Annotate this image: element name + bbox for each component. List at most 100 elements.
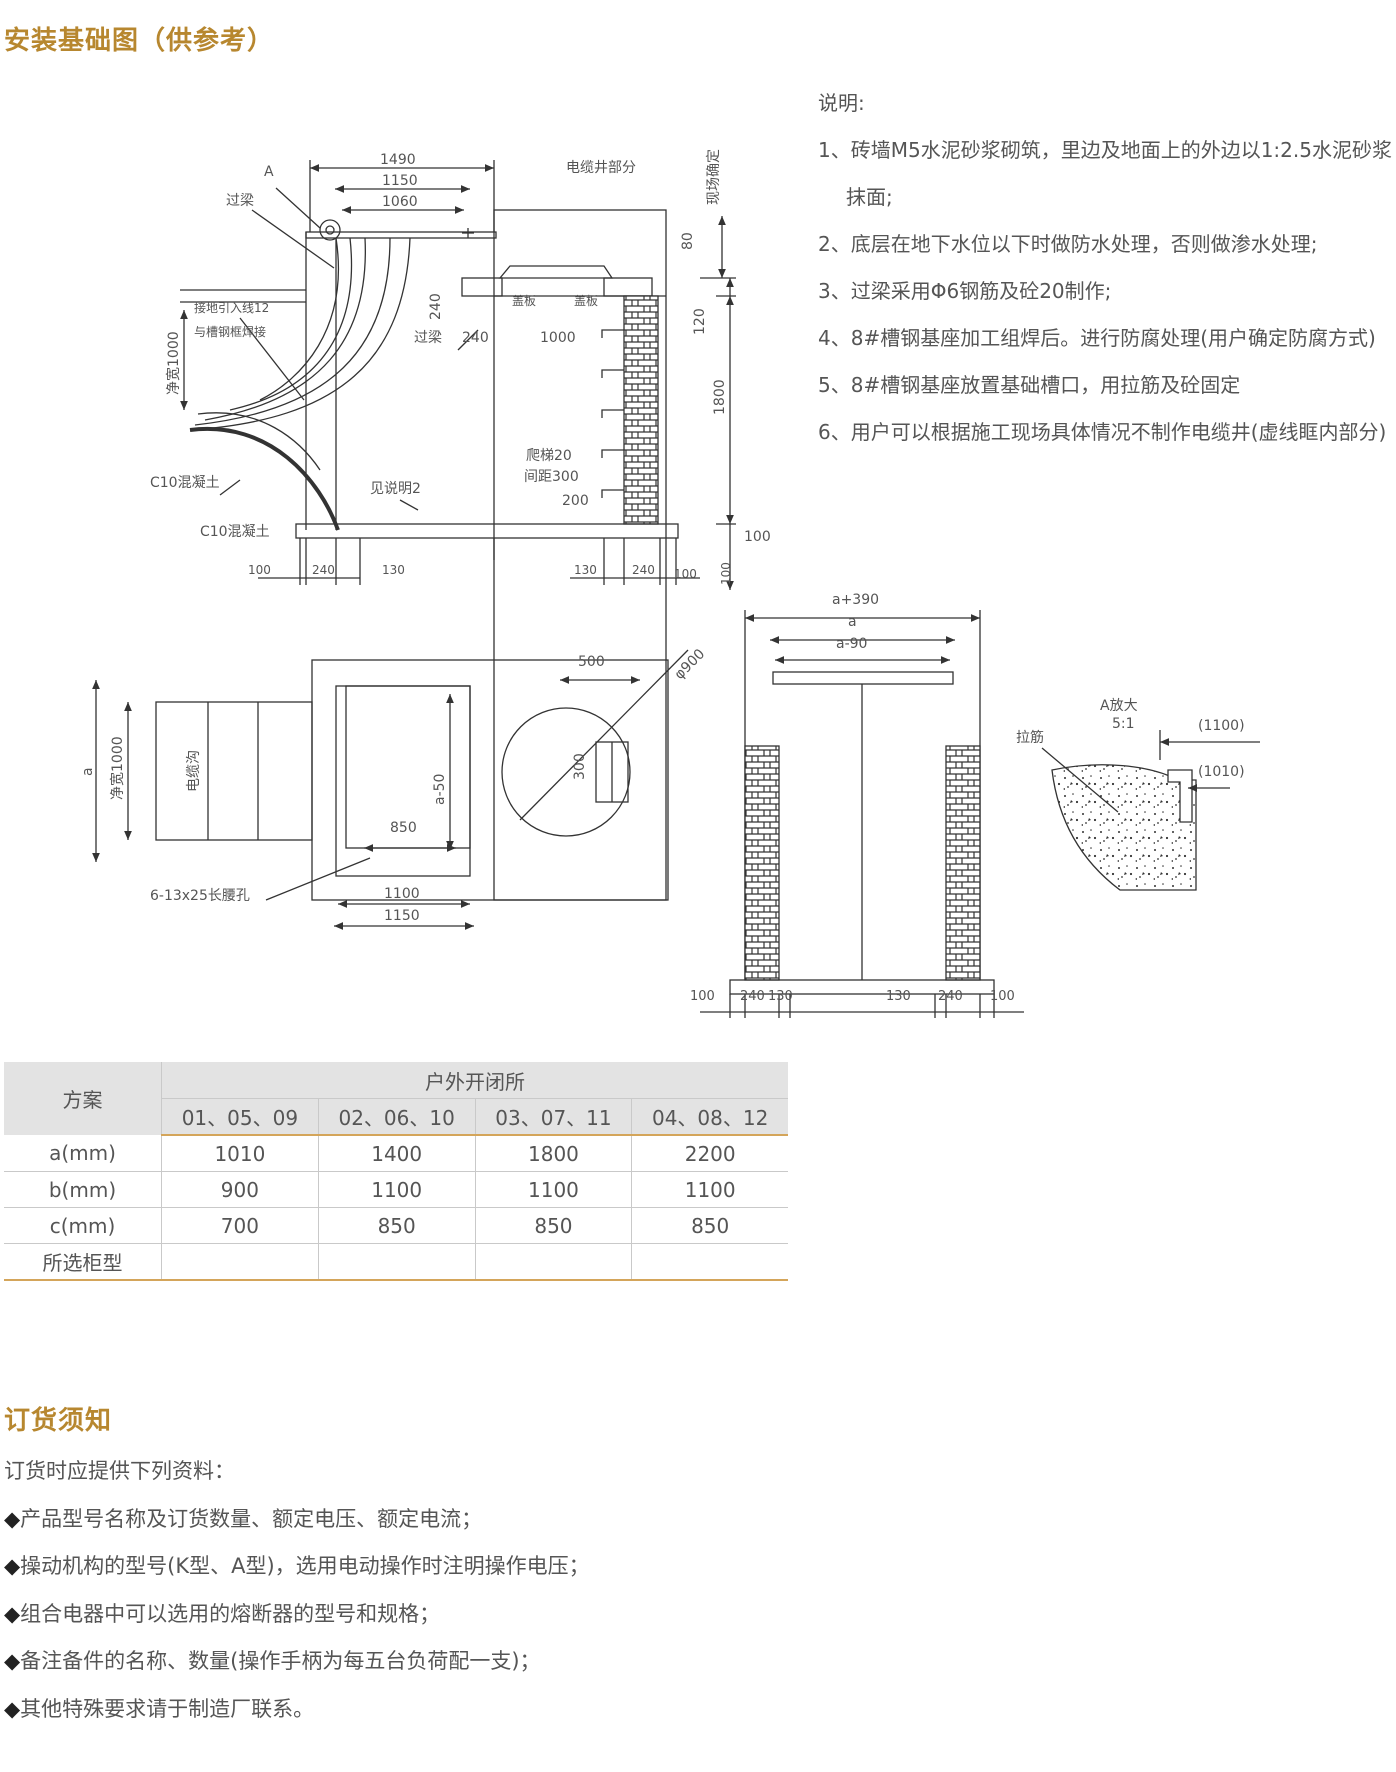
foundation-drawing: 1490 1150 1060 A 过梁 电缆井部分 现场确定 80 120 18…: [80, 149, 1260, 1018]
dim-1000: 1000: [540, 330, 576, 346]
note-item-2: 2、底层在地下水位以下时做防水处理，否则做渗水处理;: [818, 232, 1318, 256]
order-item-text: 产品型号名称及订货数量、额定电压、额定电流；: [20, 1506, 483, 1531]
label-c10-concrete-1: C10混凝土: [150, 475, 220, 491]
label-detail-a: A放大: [1100, 698, 1138, 714]
list-item: ◆备注备件的名称、数量(操作手柄为每五台负荷配一支)；: [4, 1638, 590, 1686]
dim-bl-100: 100: [248, 563, 271, 577]
label-grounding-1: 接地引入线12: [194, 300, 269, 315]
order-item-text: 操动机构的型号(K型、A型)，选用电动操作时注明操作电压；: [20, 1554, 590, 1578]
elev-dim-240-left: 240: [740, 989, 765, 1004]
diamond-bullet-icon: ◆: [4, 1554, 21, 1578]
dim-1100: 1100: [384, 886, 420, 902]
table-cell: 2200: [631, 1135, 788, 1172]
table-row: b(mm) 900 1100 1100 1100: [4, 1171, 788, 1208]
table-row: c(mm) 700 850 850 850: [4, 1207, 788, 1244]
table-cell: 900: [161, 1171, 319, 1208]
table-cell: 1400: [318, 1135, 476, 1172]
label-ladder-spacing: 间距300: [524, 469, 579, 485]
dim-a: a: [848, 614, 857, 630]
label-cable-trench: 电缆沟: [186, 750, 202, 792]
label-c10-concrete-2: C10混凝土: [200, 524, 270, 540]
table-cell: 1100: [631, 1171, 788, 1208]
table-cell: 1100: [475, 1171, 633, 1208]
elev-dim-240-right: 240: [938, 989, 963, 1004]
dim-bl-240: 240: [312, 563, 335, 577]
note-item-4: 4、8#槽钢基座加工组焊后。进行防腐处理(用户确定防腐方式): [818, 326, 1376, 350]
dim-240-vertical: 240: [428, 293, 444, 320]
note-item-3: 3、过梁采用Φ6钢筋及砼20制作;: [818, 279, 1112, 303]
dim-a-minus-90: a-90: [836, 636, 867, 652]
dim-300: 300: [572, 753, 588, 780]
column-header: 02、06、10: [318, 1098, 476, 1136]
notes-panel: 说明: 1、砖墙M5水泥砂浆砌筑，里边及地面上的外边以1:2.5水泥砂浆抹面; …: [818, 80, 1393, 456]
table-cell: 700: [161, 1207, 319, 1244]
list-item: ◆操动机构的型号(K型、A型)，选用电动操作时注明操作电压；: [4, 1543, 590, 1591]
table-cell: 1800: [475, 1135, 633, 1172]
label-cover-plate-1: 盖板: [512, 294, 536, 308]
label-cover-plate-2: 盖板: [574, 294, 598, 308]
elev-dim-130-right: 130: [886, 989, 911, 1004]
label-see-note: 见说明2: [370, 481, 421, 497]
dim-a-minus-50: a-50: [432, 774, 448, 805]
table-cell: 850: [475, 1207, 633, 1244]
label-a: A: [264, 164, 274, 180]
table-row: 所选柜型: [4, 1243, 788, 1281]
diamond-bullet-icon: ◆: [4, 1506, 21, 1531]
note-item-6: 6、用户可以根据施工现场具体情况不制作电缆井(虚线眶内部分): [818, 420, 1387, 444]
plan-label-clear-width: 净宽1000: [109, 736, 126, 800]
list-item: ◆组合电器中可以选用的熔断器的型号和规格；: [4, 1591, 590, 1639]
table-cell: [318, 1243, 476, 1281]
row-label: 所选柜型: [4, 1243, 162, 1281]
plan-label-a: a: [80, 767, 96, 776]
elev-dim-100-right: 100: [990, 989, 1015, 1004]
dim-br-130: 130: [574, 563, 597, 577]
dim-100-right: 100: [744, 529, 771, 545]
table-cell: [161, 1243, 319, 1281]
row-label: b(mm): [4, 1171, 162, 1208]
label-clear-width: 净宽1000: [165, 331, 182, 395]
dim-80: 80: [680, 232, 696, 250]
order-item-text: 其他特殊要求请于制造厂联系。: [20, 1696, 315, 1721]
detail-dim-1010: (1010): [1198, 764, 1245, 780]
elev-dim-100-left: 100: [690, 989, 715, 1004]
dim-br-100-vertical: 100: [719, 562, 733, 585]
table-cell: [631, 1243, 788, 1281]
row-label: a(mm): [4, 1135, 162, 1172]
dim-1800: 1800: [712, 379, 728, 415]
order-list: 订货时应提供下列资料： ◆产品型号名称及订货数量、额定电压、额定电流； ◆操动机…: [4, 1448, 590, 1733]
label-site-determined: 现场确定: [706, 149, 722, 205]
dim-1150: 1150: [382, 173, 418, 189]
dim-120: 120: [692, 308, 708, 335]
dim-1490: 1490: [380, 152, 416, 168]
label-lintel: 过梁: [226, 193, 254, 209]
elev-dim-130-left: 130: [768, 989, 793, 1004]
dim-1060: 1060: [382, 194, 418, 210]
notes-heading: 说明:: [818, 91, 865, 115]
order-section-title: 订货须知: [4, 1406, 113, 1436]
label-tie-bar: 拉筋: [1016, 729, 1044, 746]
label-slotted-holes: 6-13x25长腰孔: [150, 888, 250, 904]
header-scheme: 方案: [4, 1062, 162, 1135]
list-item: ◆其他特殊要求请于制造厂联系。: [4, 1686, 590, 1734]
table-cell: 1010: [161, 1135, 319, 1172]
spec-table: 方案 户外开闭所 01、05、09 02、06、10 03、07、11 04、0…: [4, 1062, 788, 1281]
dim-1150-plan: 1150: [384, 908, 420, 924]
column-header: 03、07、11: [475, 1098, 633, 1136]
list-item: ◆产品型号名称及订货数量、额定电压、额定电流；: [4, 1496, 590, 1544]
order-item-text: 组合电器中可以选用的熔断器的型号和规格；: [20, 1601, 441, 1626]
label-grounding-2: 与槽钢框焊接: [194, 324, 266, 339]
column-header: 04、08、12: [631, 1098, 788, 1136]
dim-a-plus-390: a+390: [832, 592, 879, 608]
dim-bl-130: 130: [382, 563, 405, 577]
table-cell: 1100: [318, 1171, 476, 1208]
table-cell: 850: [318, 1207, 476, 1244]
dim-br-240: 240: [632, 563, 655, 577]
label-lintel-2: 过梁: [414, 330, 442, 346]
diamond-bullet-icon: ◆: [4, 1696, 21, 1721]
order-item-text: 备注备件的名称、数量(操作手柄为每五台负荷配一支)；: [20, 1649, 541, 1673]
diamond-bullet-icon: ◆: [4, 1649, 21, 1673]
detail-dim-1100: (1100): [1198, 718, 1245, 734]
diamond-bullet-icon: ◆: [4, 1601, 21, 1626]
dim-240-horizontal: 240: [462, 330, 489, 346]
dim-br-100: 100: [674, 567, 697, 581]
